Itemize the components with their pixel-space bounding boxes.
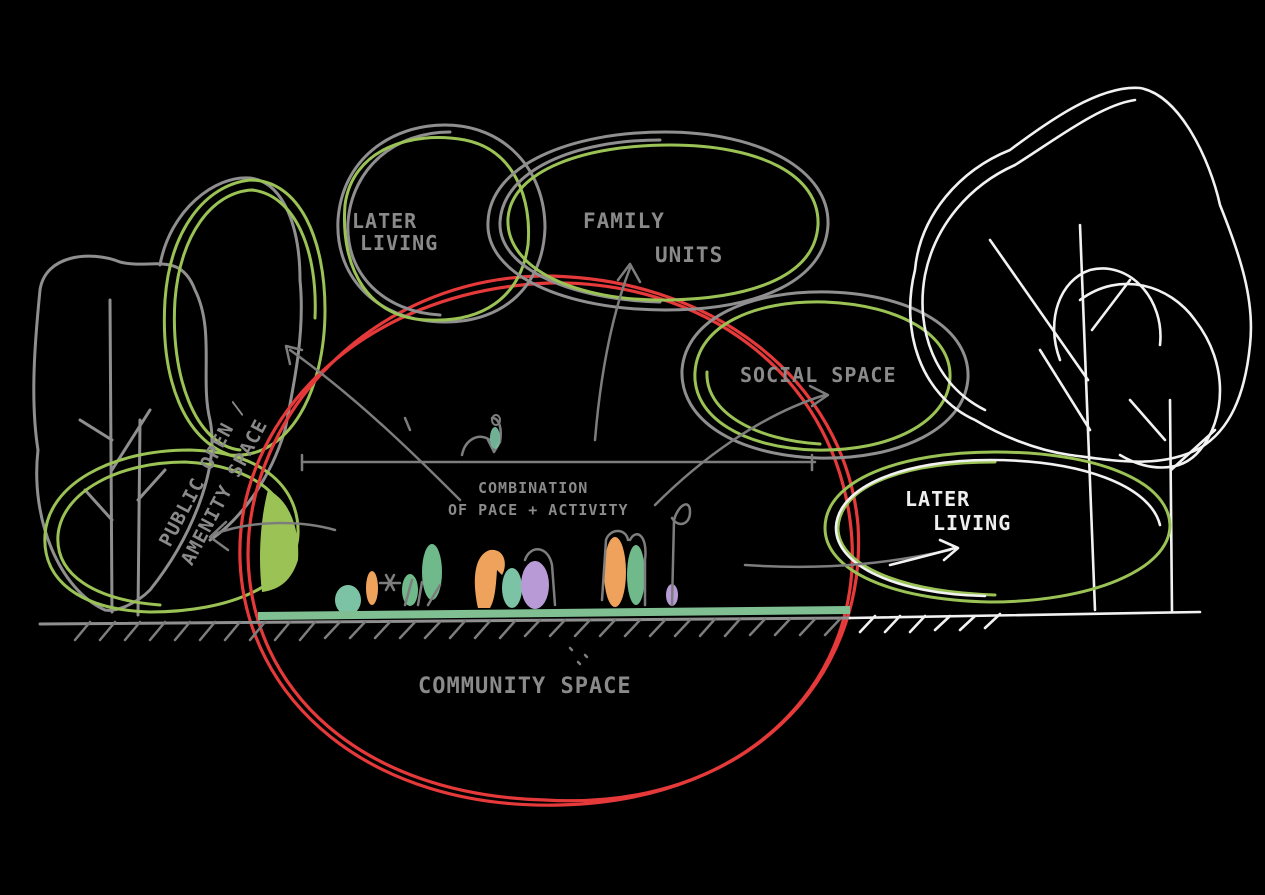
figure-teal-2 <box>502 568 522 608</box>
seated-figure-fill <box>490 427 500 449</box>
arrow-to-amenity-upper <box>286 346 460 500</box>
right-tree-canopy-outline-3 <box>1080 284 1220 468</box>
small-tick-mark <box>405 418 410 430</box>
community-red-circle-2 <box>248 276 859 801</box>
community-space-zone <box>240 276 859 805</box>
later-living-top-label: LATER LIVING <box>352 209 438 255</box>
ground-line-grey <box>40 618 850 624</box>
figure-green-3 <box>627 545 645 605</box>
combination-label: COMBINATION OF PACE + ACTIVITY <box>448 479 629 519</box>
figure-orange-1 <box>366 571 378 605</box>
ground-dots <box>570 648 587 664</box>
arrow-to-later-living-right-head <box>890 540 958 565</box>
figure-orange-3 <box>604 537 626 607</box>
later-living-right-zone: LATER LIVING <box>825 452 1170 602</box>
plant-teal-1 <box>335 585 361 615</box>
right-tree-trunk <box>990 225 1130 610</box>
social-space-label: SOCIAL SPACE <box>740 363 897 387</box>
right-tree-trunk-2 <box>1130 400 1215 612</box>
family-units-label: FAMILY UNITS <box>583 209 723 267</box>
ground-line-white <box>850 612 1200 618</box>
right-tree-canopy-outline-2 <box>923 100 1136 410</box>
arrow-to-social-space <box>655 386 828 505</box>
right-tree-canopy-outline-4 <box>1054 268 1160 360</box>
community-space-label: COMMUNITY SPACE <box>418 674 632 699</box>
figure-orange-2 <box>475 550 505 608</box>
star-plant <box>380 575 400 590</box>
figure-purple-1 <box>521 561 549 609</box>
plant-green-2 <box>422 544 442 600</box>
ground <box>40 606 1200 664</box>
later-living-right-label: LATER LIVING <box>905 487 1011 535</box>
community-figures <box>335 504 690 615</box>
seated-figure <box>462 415 501 455</box>
connection-lines <box>210 264 958 567</box>
